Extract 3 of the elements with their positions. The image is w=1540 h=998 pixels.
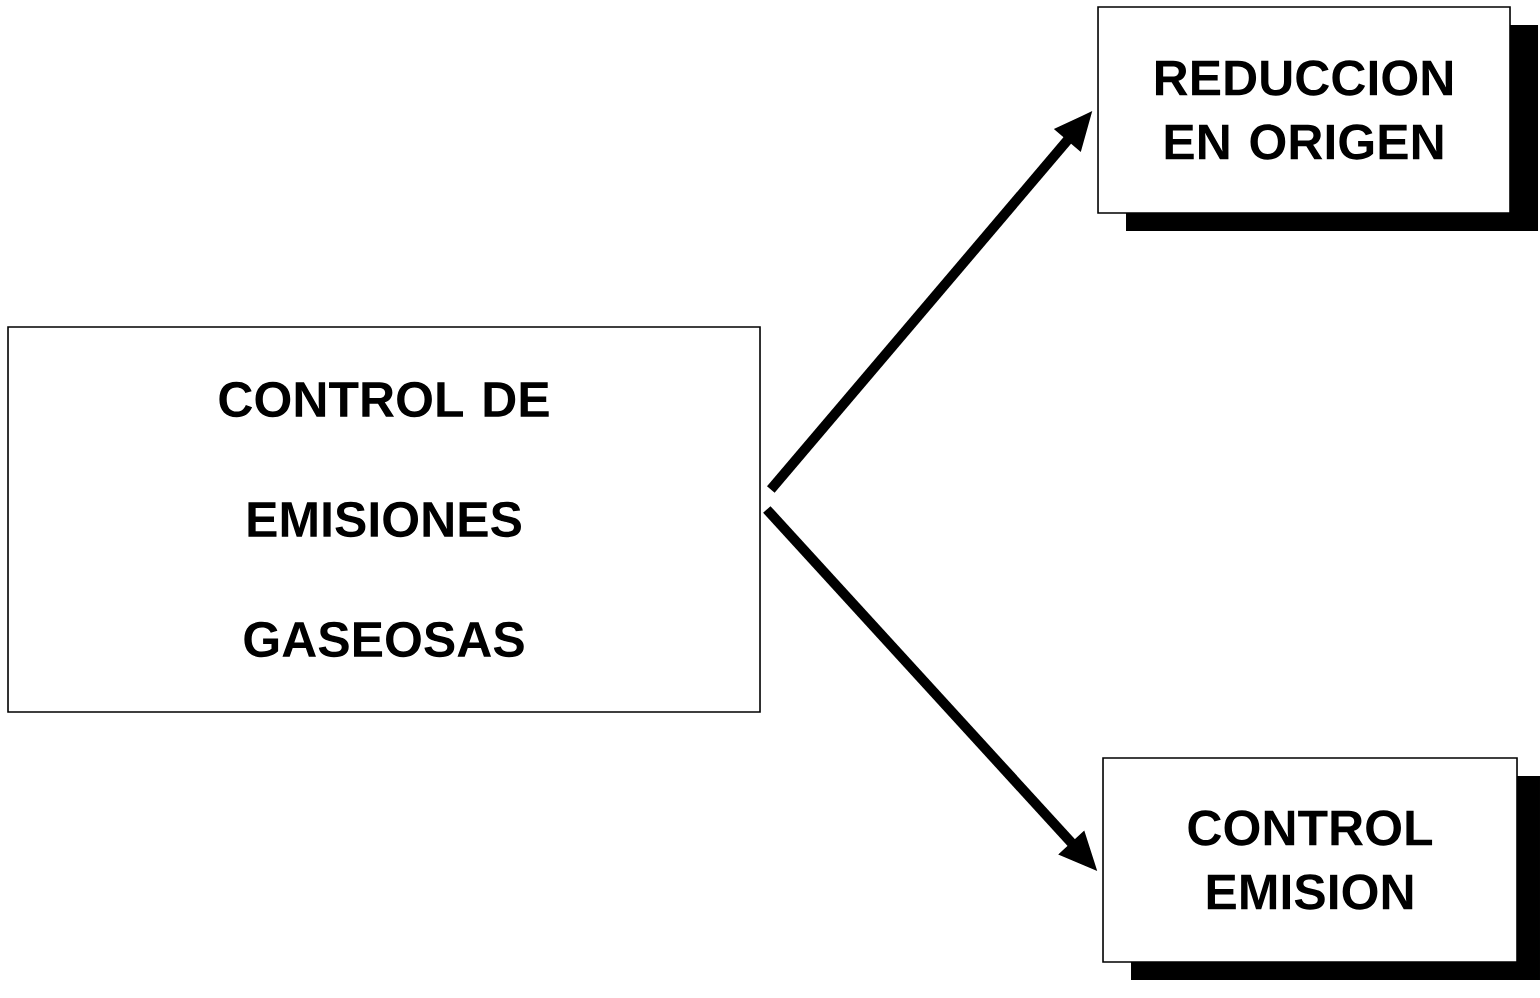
process-box: CONTROL DE EMISIONES GASEOSAS: [7, 326, 761, 713]
process-box: CONTROL EMISION: [1102, 757, 1540, 980]
process-box: REDUCCION EN ORIGEN: [1097, 6, 1538, 231]
